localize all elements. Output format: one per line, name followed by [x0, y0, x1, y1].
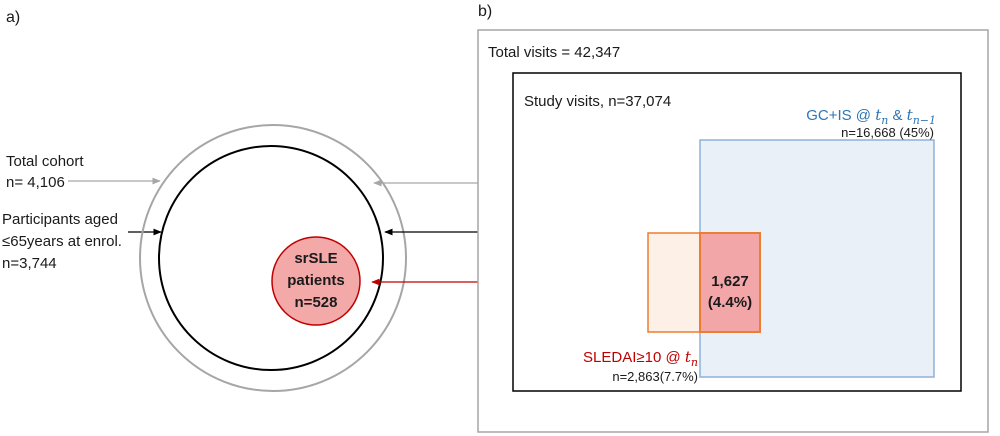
sledai-label: SLEDAI≥10 @ tn [583, 348, 698, 369]
gc-is-label: GC+IS @ tn & tn−1 [806, 106, 936, 127]
total-visits-label: Total visits = 42,347 [488, 44, 620, 61]
participants-label: Participants aged [2, 211, 118, 228]
gc-is-count: n=16,668 (45%) [841, 125, 934, 140]
study-visits-label: Study visits, n=37,074 [524, 93, 671, 110]
overlap-percent: (4.4%) [708, 294, 752, 311]
sledai-n-sub: n [691, 356, 698, 369]
srsle-count: n=528 [295, 294, 338, 311]
gc-is-n-sub: n [881, 114, 888, 127]
srsle-subtitle: patients [287, 272, 345, 289]
participants-age-criterion: ≤65years at enrol. [2, 233, 122, 250]
overlap-box [699, 232, 761, 333]
total-cohort-label: Total cohort [6, 153, 84, 170]
sledai-count: n=2,863(7.7%) [612, 369, 698, 384]
gc-is-prefix: GC+IS @ [806, 107, 875, 124]
sledai-prefix: SLEDAI≥10 @ [583, 349, 685, 366]
total-cohort-count: n= 4,106 [6, 174, 65, 191]
gc-is-box [699, 139, 935, 378]
panel-a-label: a) [6, 9, 20, 26]
sledai-t: t [685, 348, 692, 366]
gc-is-amp: & [888, 107, 906, 124]
srsle-circle [271, 236, 361, 326]
gc-is-t2: t [907, 106, 914, 124]
overlap-count: 1,627 [711, 273, 749, 290]
participants-count: n=3,744 [2, 255, 57, 272]
participants-circle [158, 145, 384, 371]
gc-is-n1-sub: n−1 [913, 114, 936, 127]
total-cohort-circle [139, 124, 407, 392]
srsle-title: srSLE [294, 250, 337, 267]
gc-is-t: t [875, 106, 882, 124]
panel-b-label: b) [478, 3, 492, 20]
